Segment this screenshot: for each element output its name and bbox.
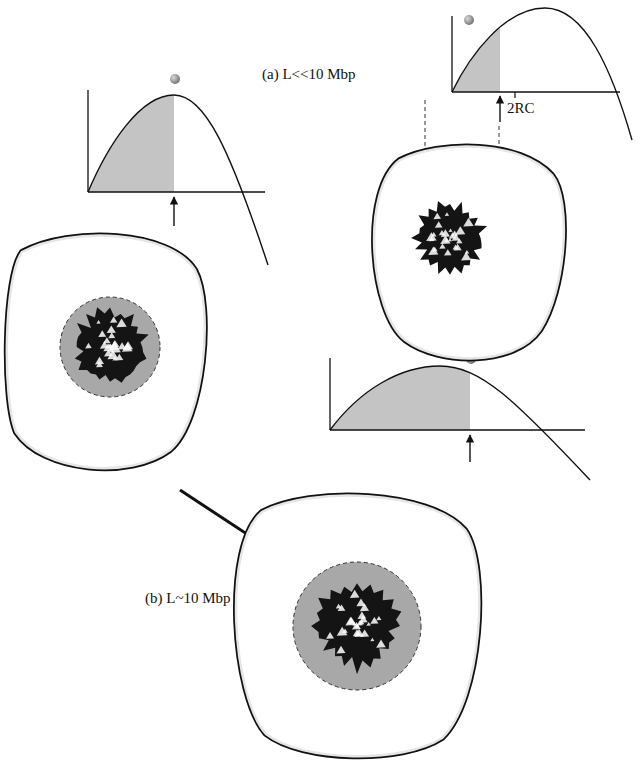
energy-graph [330,354,590,485]
panel-label: (b) L~10 Mbp [145,590,231,607]
dimension-label: 2RC [507,100,535,117]
cell-a [374,146,564,358]
cell-b1 [7,236,205,469]
energy-graph [452,8,632,142]
cell-b2 [236,496,479,757]
panel-label: (a) L<<10 Mbp [262,66,356,83]
